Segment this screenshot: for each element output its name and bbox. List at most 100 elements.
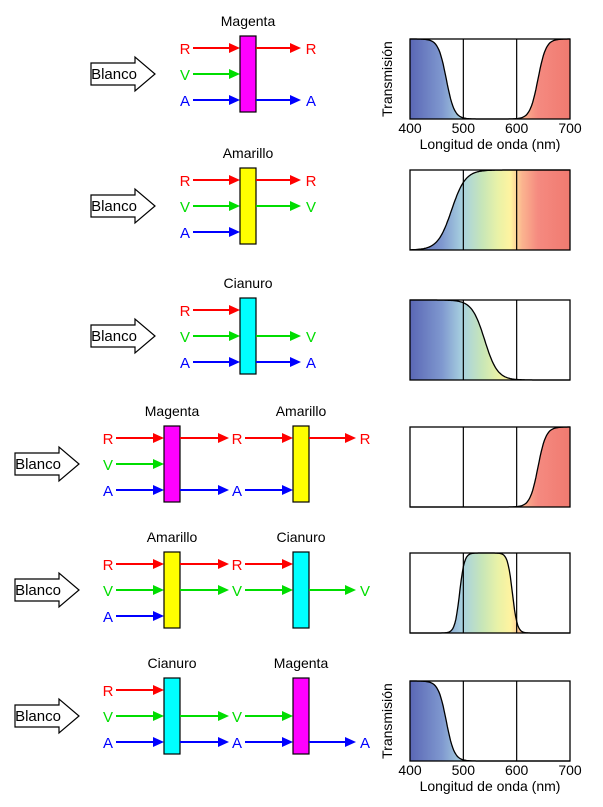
mid-ray-r-head — [218, 559, 229, 569]
output-label-a: A — [306, 93, 316, 110]
x-tick-label: 700 — [558, 120, 582, 136]
white-light-arrow — [14, 697, 80, 735]
mid-label-v: V — [232, 583, 242, 600]
x-tick-label: 600 — [505, 120, 529, 136]
mid-label-v: V — [232, 709, 242, 726]
input-ray-r-head — [153, 685, 164, 695]
input-label-a: A — [180, 355, 190, 372]
transmission-plot — [409, 552, 571, 634]
filter-magenta — [292, 677, 310, 755]
transmission-fill — [410, 681, 570, 761]
output-label-a: A — [360, 735, 370, 752]
plot-frame — [409, 426, 571, 508]
transmission-fill — [410, 39, 570, 119]
filter-label-second: Amarillo — [276, 403, 327, 419]
white-light-arrow — [90, 317, 156, 355]
mid-ray-v-head — [218, 585, 229, 595]
mid-ray2-r-head — [282, 433, 293, 443]
input-label-v: V — [103, 709, 113, 726]
input-label-a: A — [103, 735, 113, 752]
x-axis-label: Longitud de onda (nm) — [420, 136, 561, 152]
white-light-label: Blanco — [15, 708, 61, 725]
filter-cianuro — [292, 551, 310, 629]
mid-ray2-v-head — [282, 585, 293, 595]
output-ray-a-head — [290, 357, 301, 367]
mid-ray2-v-head — [282, 711, 293, 721]
mid-label-r: R — [232, 431, 243, 448]
input-ray-r-head — [153, 559, 164, 569]
transmission-fill — [410, 170, 570, 250]
filter-magenta — [163, 425, 181, 503]
filter-label: Amarillo — [223, 145, 274, 161]
mid-ray-a-head — [218, 737, 229, 747]
input-ray-v-head — [153, 711, 164, 721]
white-light-label: Blanco — [91, 66, 137, 83]
y-axis-label: Transmisión — [379, 41, 395, 117]
filter-cianuro — [163, 677, 181, 755]
input-ray-a-head — [153, 737, 164, 747]
white-light-arrow — [14, 571, 80, 609]
output-ray-v-head — [290, 201, 301, 211]
output-ray-a-head — [345, 737, 356, 747]
white-light-label: Blanco — [15, 582, 61, 599]
input-label-v: V — [180, 329, 190, 346]
x-tick-label: 400 — [398, 120, 422, 136]
input-label-a: A — [103, 609, 113, 626]
filter-amarillo — [292, 425, 310, 503]
input-ray-r-head — [153, 433, 164, 443]
filter-label-second: Cianuro — [276, 529, 325, 545]
white-light-label: Blanco — [91, 328, 137, 345]
input-label-r: R — [103, 431, 114, 448]
plot-frame — [409, 299, 571, 381]
plot-frame — [409, 169, 571, 251]
filter-label: Magenta — [221, 13, 276, 29]
x-axis-label: Longitud de onda (nm) — [420, 778, 561, 794]
y-axis-label: Transmisión — [379, 683, 395, 759]
output-ray-v-head — [345, 585, 356, 595]
transmission-fill — [410, 427, 570, 507]
white-light-arrow — [90, 187, 156, 225]
transmission-plot — [409, 426, 571, 508]
x-tick-label: 500 — [452, 762, 476, 778]
plot-frame — [409, 38, 571, 120]
filter-label: Cianuro — [223, 275, 272, 291]
input-label-a: A — [180, 225, 190, 242]
white-light-label: Blanco — [91, 198, 137, 215]
input-ray-v-head — [229, 201, 240, 211]
output-ray-r-head — [290, 43, 301, 53]
output-label-r: R — [360, 431, 371, 448]
output-ray-r-head — [290, 175, 301, 185]
input-label-r: R — [103, 683, 114, 700]
output-ray-a-head — [290, 95, 301, 105]
input-ray-r-head — [229, 305, 240, 315]
mid-ray2-r-head — [282, 559, 293, 569]
input-ray-v-head — [153, 585, 164, 595]
white-light-label: Blanco — [15, 456, 61, 473]
output-label-a: A — [306, 355, 316, 372]
output-label-r: R — [306, 41, 317, 58]
input-label-r: R — [180, 41, 191, 58]
input-label-r: R — [180, 303, 191, 320]
transmission-plot — [409, 169, 571, 251]
filter-label-first: Amarillo — [147, 529, 198, 545]
input-ray-a-head — [229, 95, 240, 105]
filter-amarillo — [163, 551, 181, 629]
input-label-r: R — [103, 557, 114, 574]
input-ray-v-head — [229, 331, 240, 341]
output-label-v: V — [306, 329, 316, 346]
plot-frame — [409, 680, 571, 762]
mid-ray2-a-head — [282, 485, 293, 495]
white-light-arrow — [14, 445, 80, 483]
input-label-v: V — [103, 457, 113, 474]
x-tick-label: 600 — [505, 762, 529, 778]
filter-cianuro — [239, 297, 257, 375]
input-ray-a-head — [229, 357, 240, 367]
x-tick-label: 500 — [452, 120, 476, 136]
